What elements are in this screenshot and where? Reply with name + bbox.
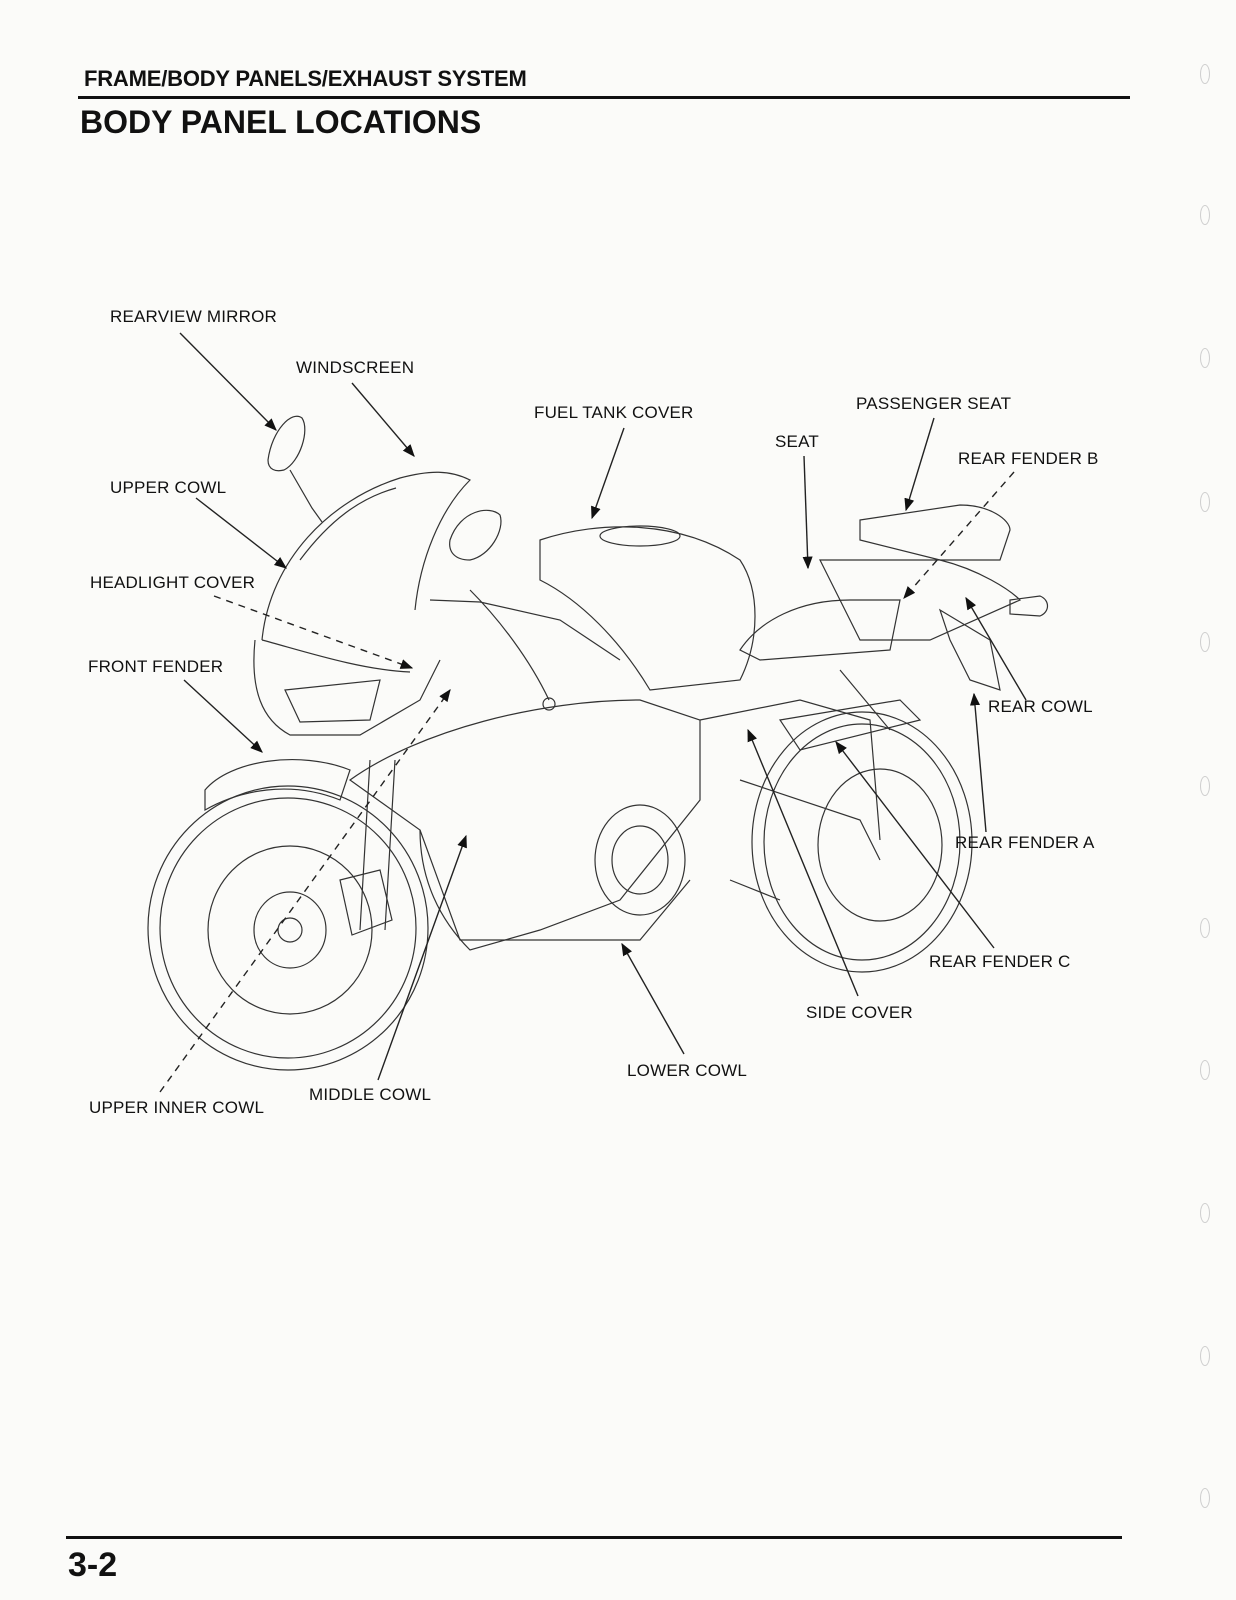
- label-rear-fender-c: REAR FENDER C: [929, 952, 1071, 971]
- leader-rear-fender-c: [835, 741, 995, 949]
- binder-hole: [1200, 1203, 1210, 1223]
- section-title: FRAME/BODY PANELS/EXHAUST SYSTEM: [84, 66, 527, 91]
- binder-hole: [1200, 918, 1210, 938]
- label-upper-cowl: UPPER COWL: [110, 478, 227, 497]
- binder-hole: [1200, 1346, 1210, 1366]
- label-headlight-cover: HEADLIGHT COVER: [90, 573, 256, 592]
- leader-side-cover: [747, 728, 859, 997]
- leader-upper-cowl: [195, 497, 287, 569]
- binder-hole: [1200, 776, 1210, 796]
- label-middle-cowl: MIDDLE COWL: [309, 1085, 432, 1104]
- leader-headlight-cover: [213, 595, 414, 669]
- leader-rear-fender-b: [903, 471, 1015, 599]
- leader-fuel-tank-cover: [591, 427, 625, 520]
- label-fuel-tank-cover: FUEL TANK COVER: [534, 403, 694, 422]
- leader-seat: [802, 455, 813, 570]
- page-number: 3-2: [68, 1546, 118, 1584]
- binder-hole: [1200, 492, 1210, 512]
- leader-middle-cowl: [377, 834, 467, 1081]
- footer-rule: [66, 1536, 1122, 1539]
- leader-rear-fender-a: [969, 692, 987, 833]
- binder-hole: [1200, 348, 1210, 368]
- label-rear-fender-a: REAR FENDER A: [955, 833, 1095, 852]
- label-seat: SEAT: [775, 432, 819, 451]
- leader-upper-inner-cowl: [159, 688, 451, 1093]
- binder-hole: [1200, 1488, 1210, 1508]
- label-upper-inner-cowl: UPPER INNER COWL: [89, 1098, 265, 1117]
- label-rearview-mirror: REARVIEW MIRROR: [110, 307, 278, 326]
- label-rear-fender-b: REAR FENDER B: [958, 449, 1099, 468]
- leader-lines: [159, 332, 1027, 1093]
- binder-hole: [1200, 632, 1210, 652]
- leader-lower-cowl: [621, 942, 685, 1055]
- binder-hole: [1200, 1060, 1210, 1080]
- binder-hole: [1200, 205, 1210, 225]
- leader-rearview-mirror: [179, 332, 277, 431]
- leader-front-fender: [183, 679, 263, 753]
- label-passenger-seat: PASSENGER SEAT: [856, 394, 1012, 413]
- motorcycle-illustration: [147, 415, 1049, 1071]
- label-lower-cowl: LOWER COWL: [627, 1061, 748, 1080]
- label-side-cover: SIDE COVER: [806, 1003, 913, 1022]
- leader-windscreen: [351, 382, 415, 457]
- header-rule: [78, 96, 1130, 99]
- label-rear-cowl: REAR COWL: [988, 697, 1093, 716]
- label-front-fender: FRONT FENDER: [88, 657, 224, 676]
- leader-passenger-seat: [904, 417, 935, 512]
- page-title: BODY PANEL LOCATIONS: [80, 104, 482, 140]
- leader-rear-cowl: [965, 596, 1027, 701]
- binder-hole: [1200, 64, 1210, 84]
- label-windscreen: WINDSCREEN: [296, 358, 415, 377]
